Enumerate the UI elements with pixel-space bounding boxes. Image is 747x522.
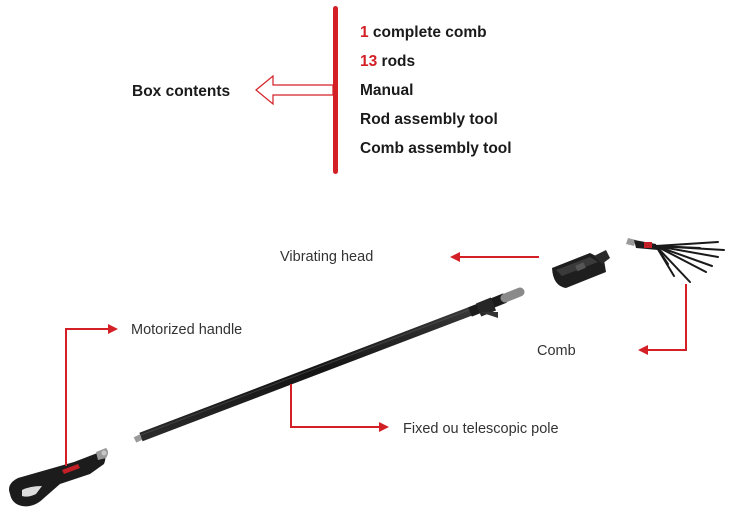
pole-illustration (133, 287, 525, 443)
box-item-rods: 13 rods (360, 53, 415, 70)
label-pole: Fixed ou telescopic pole (403, 421, 559, 437)
box-item-comb: 1 complete comb (360, 24, 487, 41)
callout-pole (290, 384, 389, 432)
box-contents-title: Box contents (132, 83, 230, 100)
box-item-comb-label: complete comb (369, 24, 487, 41)
box-contents-section: Box contents 1 complete comb 13 rods Man… (132, 6, 512, 174)
label-motorized-handle: Motorized handle (131, 322, 242, 338)
box-item-comb-tool: Comb assembly tool (360, 140, 512, 157)
callout-vibrating-head (450, 252, 539, 262)
vibrating-head-illustration (552, 250, 610, 288)
comb-illustration (626, 238, 725, 283)
box-contents-divider (333, 6, 338, 174)
box-item-manual: Manual (360, 82, 413, 99)
box-contents-arrow-icon (255, 74, 334, 106)
callout-comb (638, 284, 687, 355)
label-vibrating-head: Vibrating head (280, 249, 373, 265)
label-comb: Comb (537, 343, 576, 359)
box-item-comb-count: 1 (360, 24, 369, 41)
callout-motorized-handle (65, 324, 118, 466)
box-item-rods-label: rods (377, 53, 415, 70)
box-item-rod-tool: Rod assembly tool (360, 111, 498, 128)
motorized-handle-illustration (9, 448, 108, 507)
box-item-rods-count: 13 (360, 53, 378, 70)
